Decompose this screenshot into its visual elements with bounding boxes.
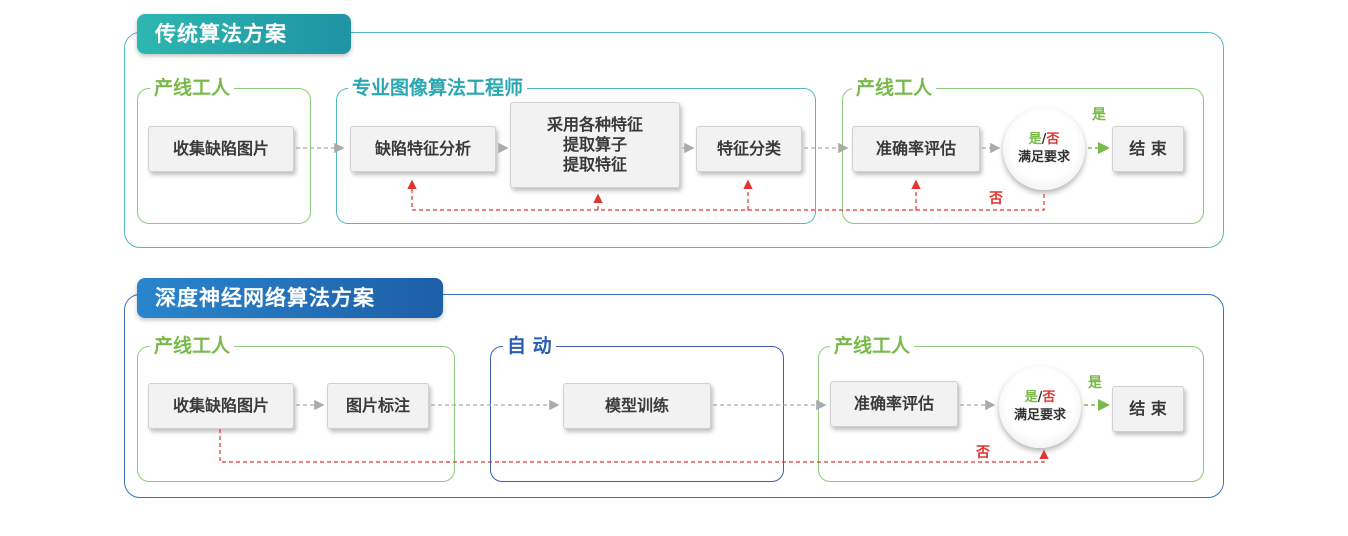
p1-analyze-box: 缺陷特征分析: [350, 126, 496, 172]
p2-decision-yesno: 是/否: [1024, 390, 1056, 405]
p2-collect-box: 收集缺陷图片: [148, 383, 294, 429]
p1-decision-text: 满足要求: [1017, 150, 1070, 165]
p1-classify-box: 特征分类: [696, 126, 802, 172]
p1-group-engineer: [336, 88, 816, 224]
p2-no-label: 否: [976, 445, 990, 461]
p1-end-box: 结 束: [1112, 126, 1184, 172]
p2-no-loop: [219, 429, 1049, 463]
p2-annotate-box: 图片标注: [327, 383, 429, 429]
p2-group-label-left: 产线工人: [150, 335, 235, 357]
p1-group-label-left: 产线工人: [150, 77, 235, 99]
p2-group-workers-left: [137, 346, 455, 482]
p1-group-workers-right: [842, 88, 1204, 224]
p2-group-auto: [490, 346, 784, 482]
p2-group-workers-right: [818, 346, 1204, 482]
p1-evaluate-box: 准确率评估: [852, 126, 980, 172]
traditional-title: 传统算法方案: [137, 14, 351, 54]
p1-collect-box: 收集缺陷图片: [148, 126, 294, 172]
p1-extract-line3: 提取特征: [562, 155, 627, 174]
p2-evaluate-box: 准确率评估: [830, 381, 958, 427]
p1-group-label-mid: 专业图像算法工程师: [348, 77, 528, 99]
p1-no-loop: [407, 179, 1045, 211]
p2-yes-label: 是: [1088, 375, 1102, 391]
p2-train-box: 模型训练: [563, 383, 711, 429]
deep-learning-title: 深度神经网络算法方案: [137, 278, 443, 318]
p1-no-label: 否: [989, 191, 1003, 207]
p1-decision-yesno: 是/否: [1028, 132, 1060, 147]
p2-end-box: 结 束: [1112, 386, 1184, 432]
p2-group-label-mid: 自 动: [503, 335, 556, 357]
p1-extract-line1: 采用各种特征: [546, 115, 643, 134]
p1-extract-line2: 提取算子: [562, 135, 627, 154]
p2-group-label-right: 产线工人: [830, 335, 915, 357]
p1-extract-box: 采用各种特征 提取算子 提取特征: [510, 102, 680, 188]
p1-group-label-right: 产线工人: [852, 77, 937, 99]
p1-decision-circle: 是/否 满足要求: [1003, 108, 1085, 190]
p2-decision-text: 满足要求: [1013, 408, 1066, 423]
p2-decision-circle: 是/否 满足要求: [999, 366, 1081, 448]
p1-yes-label: 是: [1092, 107, 1106, 123]
